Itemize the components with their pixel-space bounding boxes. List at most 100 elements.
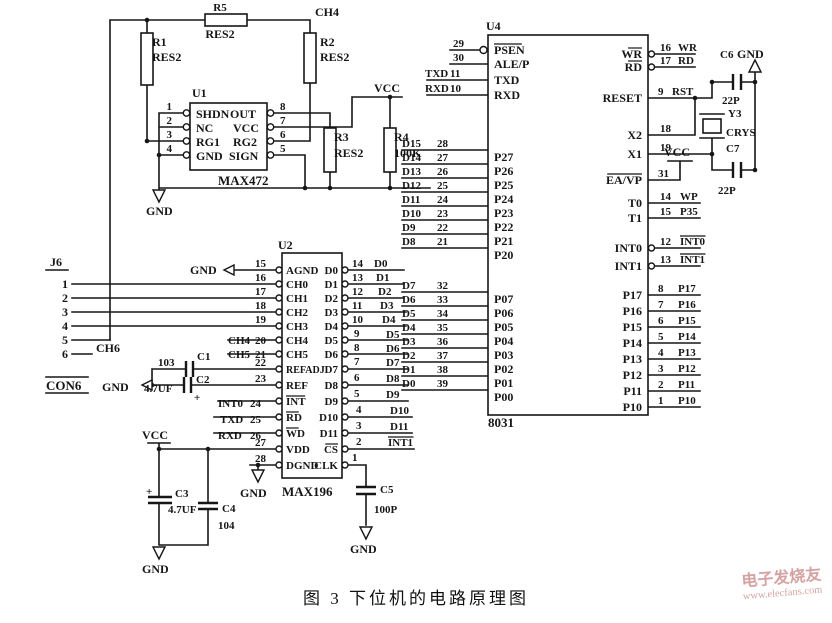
u2-pin24: 24 xyxy=(250,398,262,410)
pin-circle xyxy=(341,445,349,453)
figure-caption: 图 3 下位机的电路原理图 xyxy=(303,589,529,608)
net-int0: INT0 xyxy=(680,236,706,248)
u4-txd: TXD xyxy=(494,73,520,87)
y3-body xyxy=(702,118,722,134)
c3-val: 4.7UF xyxy=(168,504,197,516)
junction-dot xyxy=(752,79,758,85)
u2-pin26: 26 xyxy=(250,430,262,442)
u4-p14: P14 xyxy=(623,336,642,350)
u1-gndpin: GND xyxy=(196,149,223,163)
pin-circle xyxy=(479,45,488,55)
u1-pin2: 2 xyxy=(167,115,173,127)
r3-val: RES2 xyxy=(334,146,363,160)
u2-d8: D8 xyxy=(325,380,339,392)
u4-n16: 16 xyxy=(660,42,672,54)
c3-ref: C3 xyxy=(175,488,189,500)
u1-pin5: 5 xyxy=(280,143,286,155)
u2-net-int0: INT0 xyxy=(218,398,244,410)
pin-circle xyxy=(341,322,349,330)
u2-d3: D3 xyxy=(325,307,339,319)
j6-pin1: 1 xyxy=(62,277,68,291)
junction-dot xyxy=(255,462,261,468)
u2-pin25: 25 xyxy=(250,414,262,426)
net-d13: D13 xyxy=(402,166,421,178)
pin-circle xyxy=(182,123,191,131)
gnd-arrow xyxy=(151,189,167,204)
pin-circle xyxy=(341,381,349,389)
net-d7: D7 xyxy=(402,280,416,292)
pin-circle xyxy=(266,137,275,145)
u4-p22l: P22 xyxy=(494,220,513,234)
u4-n14: 14 xyxy=(660,191,672,203)
junction-dot xyxy=(156,446,162,452)
pin-circle xyxy=(275,336,283,344)
u1-pin3: 3 xyxy=(167,129,173,141)
u4-p38: 38 xyxy=(437,364,449,376)
u2-pin12: 12 xyxy=(352,286,364,298)
u2-d5: D5 xyxy=(325,335,339,347)
u4-p22: 22 xyxy=(437,222,449,234)
pin-circle xyxy=(275,266,283,274)
gnd-arrow xyxy=(222,263,235,277)
u2-pin11: 11 xyxy=(352,300,362,312)
u2-d2: D2 xyxy=(325,293,339,305)
u2-d11: D11 xyxy=(320,428,338,440)
u2-net-ch4: CH4 xyxy=(228,335,251,347)
u1-rg2: RG2 xyxy=(233,135,257,149)
gnd-xtal: GND xyxy=(737,47,764,61)
u4-n3: 3 xyxy=(658,363,664,375)
u2-cs: CS xyxy=(324,444,338,456)
junction-dot xyxy=(387,185,393,191)
u2-part: MAX196 xyxy=(282,484,333,499)
cap-plates xyxy=(148,74,743,511)
u4-p26: 26 xyxy=(437,166,449,178)
net-d0: D0 xyxy=(402,378,416,390)
net-p15: P15 xyxy=(678,315,696,327)
gnd-agnd: GND xyxy=(190,263,217,277)
net-int1: INT1 xyxy=(680,254,705,266)
net-d8: D8 xyxy=(402,236,416,248)
u4-part: 8031 xyxy=(488,415,514,430)
u4-p34: 34 xyxy=(437,308,449,320)
u4-rd: RD xyxy=(625,60,643,74)
u4-p01l: P01 xyxy=(494,376,513,390)
u4-p21l: P21 xyxy=(494,234,513,248)
junction-dot xyxy=(752,167,758,173)
u4-pin30: 30 xyxy=(453,52,465,64)
u2-vdd: VDD xyxy=(286,444,310,456)
u4-x2: X2 xyxy=(627,128,642,142)
u2-net-d7: D7 xyxy=(386,357,400,369)
u1-pin8: 8 xyxy=(280,101,286,113)
vcc-31: VCC xyxy=(664,145,690,159)
u2-pin15: 15 xyxy=(255,258,267,270)
r5-body xyxy=(204,13,248,27)
u4-n12: 12 xyxy=(660,236,672,248)
u2-net-d3: D3 xyxy=(380,300,394,312)
net-rxd: RXD xyxy=(425,83,449,95)
u2-clk: CLK xyxy=(314,460,338,472)
u2-ch3: CH3 xyxy=(286,321,309,333)
gnd-vcc-arrows xyxy=(140,58,763,561)
u4-p12: P12 xyxy=(623,368,642,382)
junction-dots xyxy=(144,17,758,468)
wires-u1-section xyxy=(109,19,489,341)
u2-pin5: 5 xyxy=(354,388,360,400)
net-p16: P16 xyxy=(678,299,696,311)
u4-p15: P15 xyxy=(623,320,642,334)
u4-pin11n: 11 xyxy=(450,68,460,80)
u2-d6: D6 xyxy=(325,349,339,361)
gnd-c2: GND xyxy=(102,380,129,394)
r2-ref: R2 xyxy=(320,35,335,49)
r5-ref: R5 xyxy=(213,2,227,14)
r4-body xyxy=(383,127,397,173)
u4-p21: 21 xyxy=(437,236,448,248)
u2-net-d8: D8 xyxy=(386,373,400,385)
pin-circle xyxy=(647,262,656,270)
net-p17: P17 xyxy=(678,283,696,295)
u2-pin9: 9 xyxy=(354,328,360,340)
connector-rule-lines xyxy=(45,269,89,394)
u2-wd: WD xyxy=(286,428,305,440)
junction-dot xyxy=(327,185,333,191)
u1-sign: SIGN xyxy=(229,149,259,163)
